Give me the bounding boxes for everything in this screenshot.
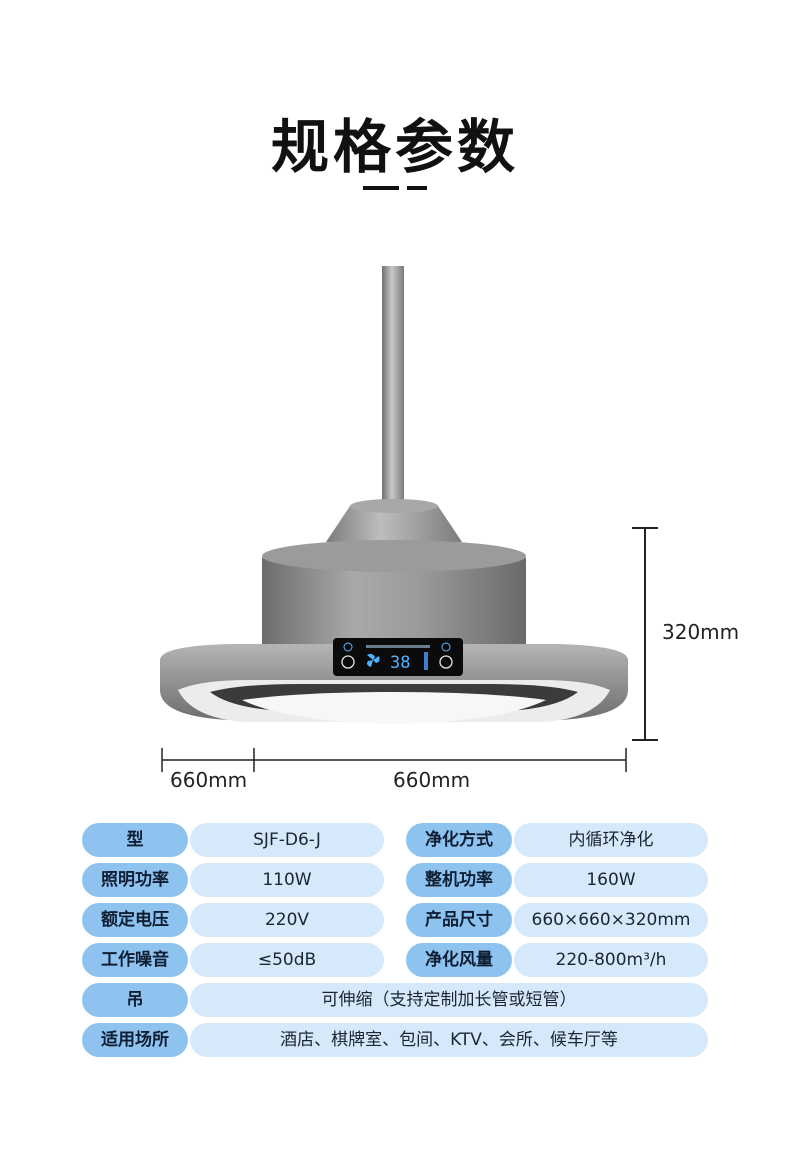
spec-row: 工作噪音 ≤50dB 净化风量 220-800m³/h — [82, 943, 710, 977]
spec-value: 酒店、棋牌室、包间、KTV、会所、候车厅等 — [190, 1023, 708, 1057]
power-button-icon — [341, 655, 355, 669]
spec-value: 160W — [514, 863, 708, 897]
spec-row: 型号 SJF-D6-J 净化方式 内循环净化 — [82, 823, 710, 884]
spec-label: 净化风量 — [406, 943, 512, 977]
spec-row: 吊杆 可伸缩（支持定制加长管或短管） — [82, 983, 710, 1044]
spec-value: 110W — [190, 863, 384, 897]
spec-value: 可伸缩（支持定制加长管或短管） — [190, 983, 708, 1017]
product-illustration: 38 320mm 660mm 660mm — [0, 260, 790, 800]
spec-label: 工作噪音 — [82, 943, 188, 977]
spec-label: 整机功率 — [406, 863, 512, 897]
top-cap — [326, 506, 462, 542]
width-left-dimension-label: 660mm — [170, 768, 248, 792]
width-main-dimension-label: 660mm — [393, 768, 471, 792]
spec-row: 照明功率 110W 整机功率 160W — [82, 863, 710, 897]
spec-value: 660×660×320mm — [514, 903, 708, 937]
control-panel — [333, 638, 463, 676]
air-purifier-drawing: 38 — [160, 266, 658, 772]
spec-value: 内循环净化 — [514, 823, 708, 857]
spec-label: 额定电压 — [82, 903, 188, 937]
main-body — [262, 544, 526, 652]
spec-label: 适用场所 — [82, 1023, 188, 1057]
spec-label: 吊杆 — [82, 983, 188, 1044]
underline-segment-short — [407, 186, 427, 190]
spec-value: ≤50dB — [190, 943, 384, 977]
title-underline — [363, 186, 427, 190]
height-dimension-label: 320mm — [662, 620, 740, 644]
page-title: 规格参数 — [270, 113, 519, 181]
underline-segment-long — [363, 186, 399, 190]
spec-value: 220-800m³/h — [514, 943, 708, 977]
spec-row: 额定电压 220V 产品尺寸 660×660×320mm — [82, 903, 710, 937]
spec-label: 照明功率 — [82, 863, 188, 897]
spec-row: 适用场所 酒店、棋牌室、包间、KTV、会所、候车厅等 — [82, 1023, 710, 1057]
spec-label: 产品尺寸 — [406, 903, 512, 937]
spec-label: 型号 — [82, 823, 188, 884]
display-temperature: 38 — [390, 653, 410, 673]
suspension-rod — [382, 266, 404, 508]
fan-icon — [367, 653, 380, 667]
spec-label: 净化方式 — [406, 823, 512, 857]
spec-value: SJF-D6-J — [190, 823, 384, 857]
mode-button-icon — [439, 655, 453, 669]
spec-value: 220V — [190, 903, 384, 937]
